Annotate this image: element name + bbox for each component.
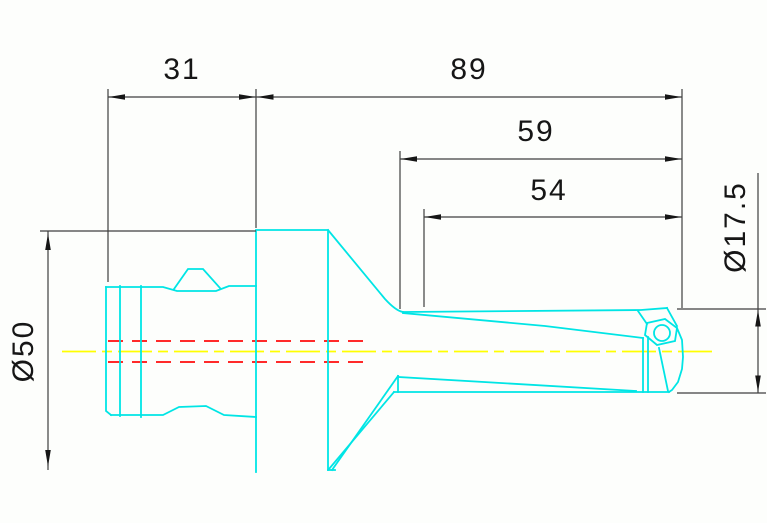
neck-taper-top	[326, 228, 405, 314]
flute-bottom-line	[398, 376, 637, 392]
head-tip-profile	[667, 326, 684, 394]
overall-length-dim-label: 89	[450, 53, 487, 86]
arrow-89-left	[257, 94, 274, 100]
neck-taper-bottom-outer	[327, 390, 396, 471]
head-top-chamfer-line	[636, 309, 649, 326]
shank-top-edge	[402, 307, 668, 313]
dimension-arrows	[45, 94, 761, 467]
axis-lines	[62, 340, 718, 363]
arrow-31-right	[239, 94, 256, 100]
collet-top-edge	[105, 285, 257, 292]
tool-geometry	[105, 228, 684, 473]
arrow-89-right	[665, 94, 682, 100]
dimension-labels: 31 89 59 54 Ø50 Ø17.5	[7, 53, 752, 382]
arrow-dia17-top	[755, 310, 761, 327]
dimension-lines	[47, 96, 759, 470]
arrow-31-left	[108, 94, 125, 100]
flute-to-tip-dim-label: 59	[517, 115, 554, 148]
extension-lines	[40, 89, 766, 394]
arrow-dia50-bottom	[45, 450, 51, 467]
arrow-59-left	[400, 156, 417, 162]
cutting-diameter-dim-label: Ø17.5	[719, 181, 752, 273]
collet-length-dim-label: 31	[163, 53, 200, 86]
head-bottom-chamfer-line	[657, 346, 670, 393]
flange-outline	[255, 229, 329, 473]
neck-taper-bottom-inner	[330, 374, 400, 472]
collet-left-face	[105, 286, 113, 417]
arrow-dia17-bottom	[755, 375, 761, 392]
cutting-insert-outline	[644, 318, 678, 346]
head-front-top-edge	[665, 306, 679, 328]
collet-bottom-edge	[110, 405, 257, 418]
arrow-59-right	[665, 156, 682, 162]
drive-tab-outline	[172, 268, 222, 291]
arrow-dia50-top	[45, 233, 51, 250]
flute-top-line	[402, 312, 645, 340]
flute-length-dim-label: 54	[530, 174, 567, 207]
flange-diameter-dim-label: Ø50	[7, 320, 40, 383]
arrow-54-left	[424, 214, 441, 220]
arrow-54-right	[665, 214, 682, 220]
insert-screw-hole	[653, 324, 671, 342]
